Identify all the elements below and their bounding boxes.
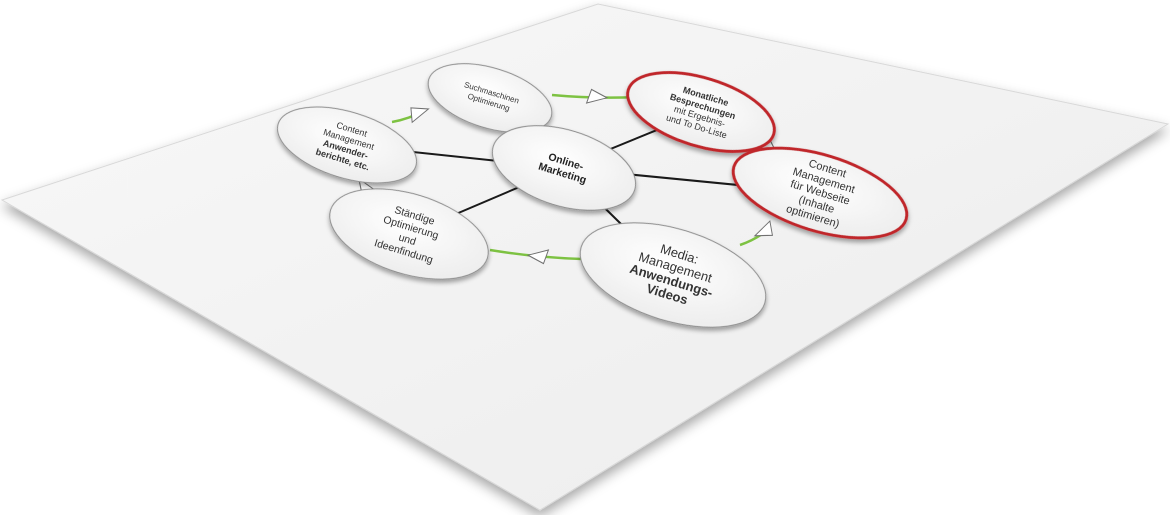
node-reports-ellipse: [276, 106, 418, 184]
node-media-ellipse: [579, 222, 767, 328]
node-optimization-ellipse: [329, 188, 489, 280]
node-center-ellipse: [491, 125, 637, 211]
cycle-arrowhead-1: [585, 88, 609, 104]
cycle-arrowhead-6: [410, 107, 430, 124]
node-optimization-line-3: und: [397, 231, 417, 248]
node-center: Online-Marketing: [491, 125, 637, 211]
cycle-arrowhead-3: [753, 220, 773, 237]
node-cms-ellipse: [731, 146, 909, 240]
node-seo-ellipse: [427, 63, 553, 133]
node-meetings-ellipse: [626, 71, 776, 153]
cycle-arrowhead-4: [526, 249, 550, 265]
